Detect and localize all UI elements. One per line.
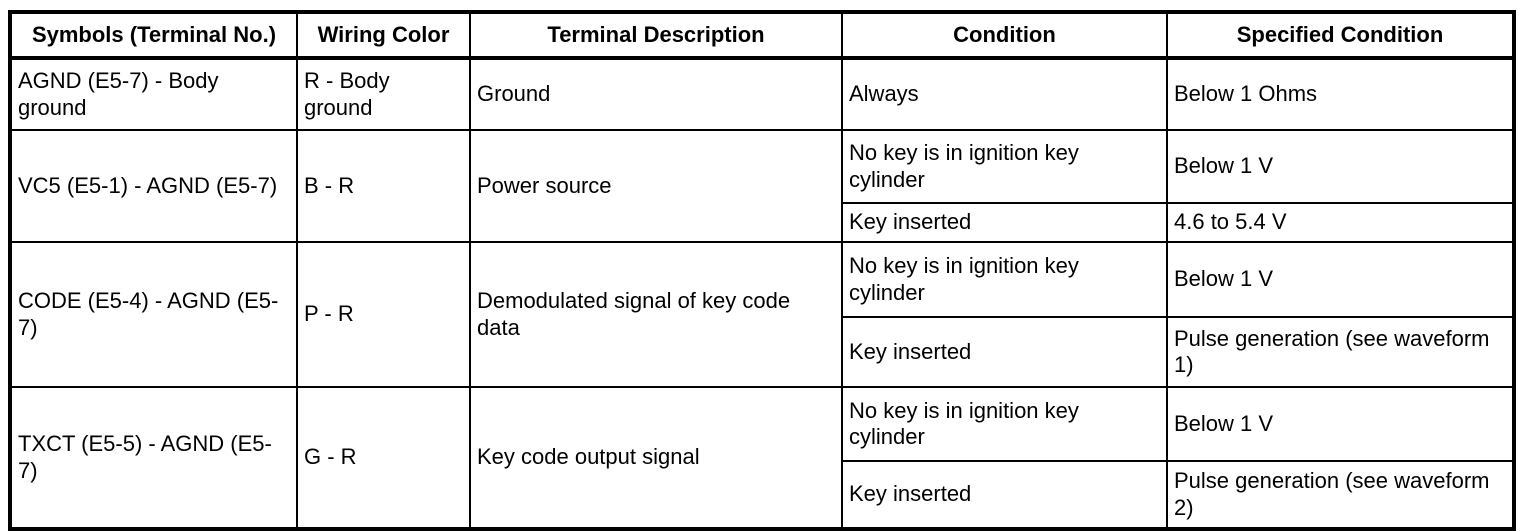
- condition-cell: No key is in ignition key cylinder: [841, 386, 1168, 462]
- specified-condition-cell: Below 1 V: [1166, 129, 1515, 204]
- table-row-vc5-sub1: VC5 (E5-1) - AGND (E5-7) B - R Power sou…: [9, 129, 1515, 243]
- column-header-symbols: Symbols (Terminal No.): [9, 11, 298, 60]
- wiring-color-cell: B - R: [296, 129, 471, 243]
- condition-cell: No key is in ignition key cylinder: [841, 241, 1168, 318]
- table-row-txct-sub1: TXCT (E5-5) - AGND (E5-7) G - R Key code…: [9, 386, 1515, 530]
- header-row: Symbols (Terminal No.) Wiring Color Term…: [9, 11, 1515, 60]
- condition-cell: Key inserted: [841, 460, 1168, 530]
- wiring-color-cell: P - R: [296, 241, 471, 388]
- terminal-description-cell: Ground: [469, 57, 843, 131]
- condition-cell: Key inserted: [841, 202, 1168, 243]
- table-row-txct-sub2: Key inserted Pulse generation (see wavef…: [10, 460, 1515, 530]
- symbol-cell: AGND (E5-7) - Body ground: [9, 57, 298, 131]
- wiring-color-cell: G - R: [296, 386, 471, 530]
- table-row-vc5-sub2: Key inserted 4.6 to 5.4 V: [10, 202, 1515, 243]
- table-row-code-sub2: Key inserted Pulse generation (see wavef…: [10, 316, 1515, 388]
- specified-condition-cell: 4.6 to 5.4 V: [1166, 202, 1515, 243]
- condition-cell: Key inserted: [841, 316, 1168, 388]
- symbol-cell: TXCT (E5-5) - AGND (E5-7): [9, 386, 298, 530]
- specified-condition-cell: Below 1 V: [1166, 241, 1515, 318]
- condition-cell: Always: [841, 57, 1168, 131]
- condition-cell: No key is in ignition key cylinder: [841, 129, 1168, 204]
- symbol-cell: VC5 (E5-1) - AGND (E5-7): [9, 129, 298, 243]
- table-row-agnd: AGND (E5-7) - Body ground R - Body groun…: [9, 57, 1515, 131]
- specified-condition-cell: Below 1 Ohms: [1166, 57, 1515, 131]
- wiring-color-cell: R - Body ground: [296, 57, 471, 131]
- terminal-spec-table: Symbols (Terminal No.) Wiring Color Term…: [8, 10, 1516, 531]
- terminal-description-cell: Power source: [469, 129, 843, 243]
- specified-condition-cell: Below 1 V: [1166, 386, 1515, 462]
- terminal-description-cell: Key code output signal: [469, 386, 843, 530]
- column-header-condition: Condition: [841, 11, 1168, 60]
- specified-condition-cell: Pulse generation (see waveform 1): [1166, 316, 1515, 388]
- terminal-description-cell: Demodulated signal of key code data: [469, 241, 843, 388]
- table-row-code-sub1: CODE (E5-4) - AGND (E5-7) P - R Demodula…: [9, 241, 1515, 388]
- specified-condition-cell: Pulse generation (see waveform 2): [1166, 460, 1515, 530]
- column-header-terminal-description: Terminal Description: [469, 11, 843, 60]
- column-header-wiring-color: Wiring Color: [296, 11, 471, 60]
- symbol-cell: CODE (E5-4) - AGND (E5-7): [9, 241, 298, 388]
- column-header-specified-condition: Specified Condition: [1166, 11, 1515, 60]
